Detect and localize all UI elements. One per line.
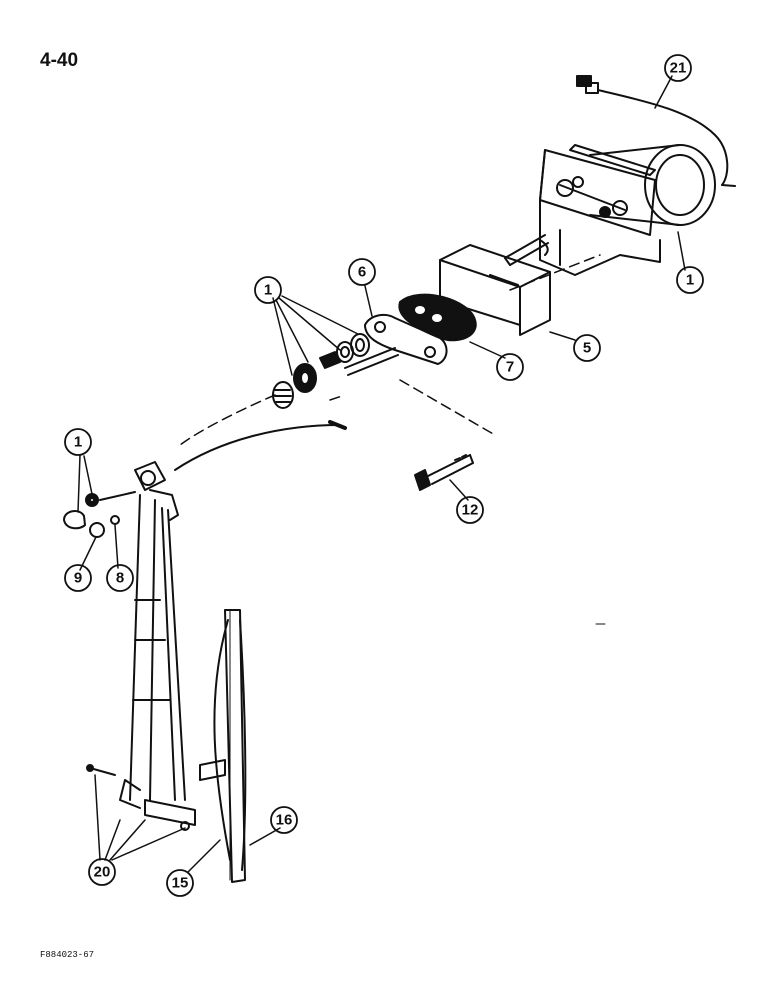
callout-6: 6 [358,264,366,281]
callout-1-motor: 1 [686,272,694,289]
callout-20: 20 [94,864,111,881]
callout-circles [64,54,704,897]
gasket [398,293,477,342]
callout-16: 16 [276,812,293,829]
callout-1-hardware: 1 [264,282,272,299]
wiper-blade [199,609,247,883]
callout-8: 8 [116,570,124,587]
link-rod [174,420,347,471]
figure-code: F884023-67 [40,950,95,960]
mounting-flange [344,313,448,376]
callout-15: 15 [172,875,189,892]
bolt [414,454,474,491]
screws [86,764,190,831]
wiper-arm [119,461,196,826]
wiper-motor [504,75,736,276]
callout-12: 12 [462,502,479,519]
assembly-lines [179,254,601,446]
page-number: 4-40 [40,50,79,71]
arm-fasteners [63,491,136,538]
callout-5: 5 [583,340,591,357]
leader-lines [77,75,686,873]
callout-1-nut: 1 [74,434,82,451]
callout-7: 7 [506,359,514,376]
shaft-hardware [272,333,370,409]
callout-21: 21 [670,60,687,77]
callout-9: 9 [74,570,82,587]
